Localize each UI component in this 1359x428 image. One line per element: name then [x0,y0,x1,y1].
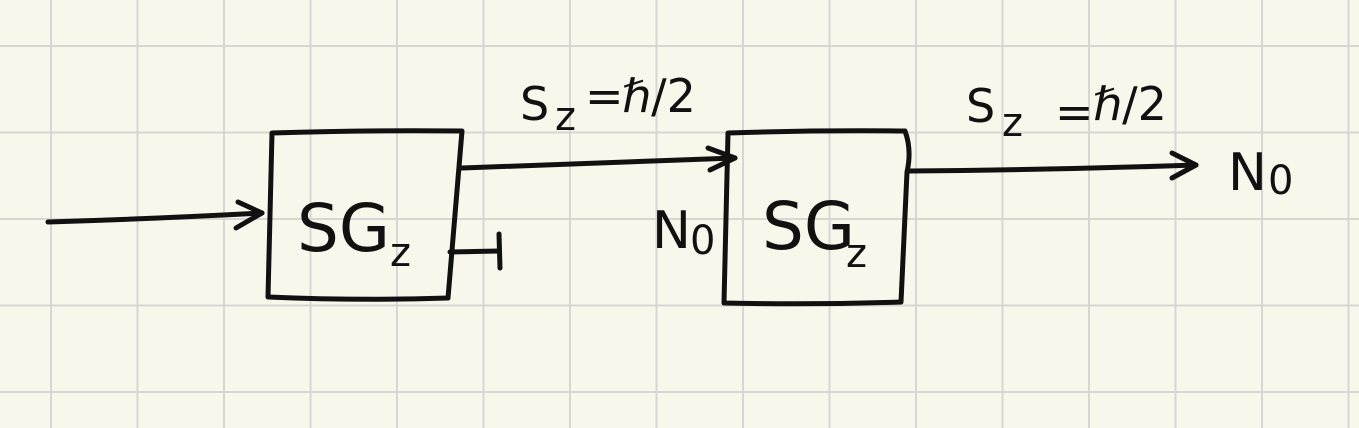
intensity-label-2: N 0 [1228,143,1293,204]
beam-label-2-equals: = [1055,85,1094,139]
intensity-label-1: N 0 [652,201,715,264]
blocked-beam [447,231,503,271]
sg-block-2: SG z [721,128,912,307]
beam-label-2: S z = ℏ/2 [966,77,1167,146]
sg-block-1-subscript: z [390,230,411,276]
sg-block-2-label: SG [762,188,855,265]
intensity-label-1-subscript: 0 [690,218,715,264]
intensity-label-1-n: N [652,201,691,261]
beam-label-1-subscript: z [555,94,576,140]
sg-block-2-subscript: z [846,231,867,277]
intensity-label-2-n: N [1228,143,1267,203]
sg-block-1: SG z [265,128,465,302]
output-beam-arrow [906,150,1199,181]
beam-label-1-equals: = [585,69,624,123]
input-beam-arrow [45,199,265,231]
sg-block-1-label: SG [297,190,390,267]
beam-label-2-prefix: S [966,79,995,133]
beam-label-2-value: ℏ/2 [1093,77,1167,131]
beam-label-1-value: ℏ/2 [622,69,696,123]
middle-beam-arrow [459,145,738,173]
beam-label-2-subscript: z [1002,100,1023,146]
intensity-label-2-subscript: 0 [1268,158,1293,204]
beam-label-1: S z = ℏ/2 [520,69,696,140]
beam-label-1-prefix: S [520,77,549,131]
